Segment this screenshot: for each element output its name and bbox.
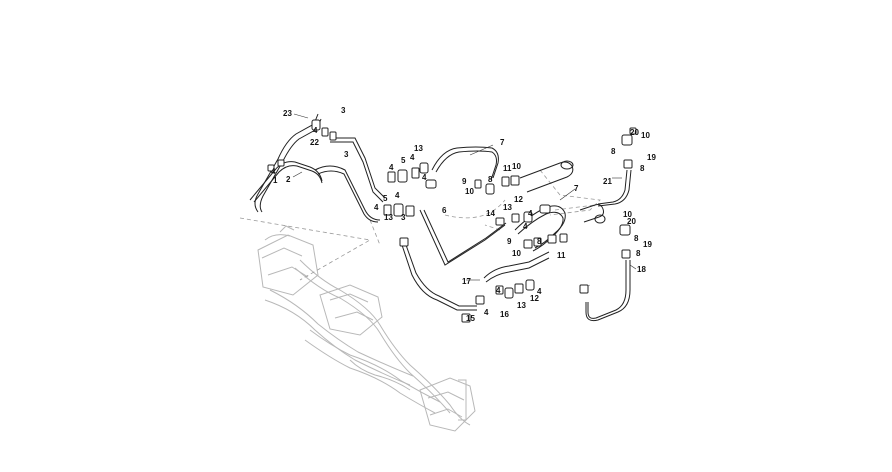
callout-label: 4 xyxy=(374,203,379,212)
callout-label: 9 xyxy=(507,237,512,246)
background-machine-outline xyxy=(257,225,476,432)
callout-label: 20 xyxy=(630,128,639,137)
callout-label: 14 xyxy=(486,209,495,218)
callout-label: 17 xyxy=(462,277,471,286)
callout-label: 3 xyxy=(401,213,406,222)
callout-label: 1 xyxy=(273,176,278,185)
callout-labels: 23 3 4 22 3 2 4 1 13 5 4 4 7 4 9 8 11 10… xyxy=(271,106,656,323)
callout-label: 15 xyxy=(466,314,475,323)
callout-leaders xyxy=(292,113,637,281)
callout-label: 10 xyxy=(512,162,521,171)
callout-label: 19 xyxy=(647,153,656,162)
callout-label: 6 xyxy=(442,206,447,215)
callout-label: 8 xyxy=(611,147,616,156)
callout-label: 19 xyxy=(643,240,652,249)
callout-label: 7 xyxy=(574,184,579,193)
callout-label: 4 xyxy=(410,153,415,162)
callout-label: 23 xyxy=(283,109,292,118)
callout-label: 4 xyxy=(496,286,501,295)
callout-label: 18 xyxy=(637,265,646,274)
callout-label: 22 xyxy=(310,138,319,147)
callout-label: 20 xyxy=(627,217,636,226)
callout-label: 8 xyxy=(537,237,542,246)
callout-label: 8 xyxy=(634,234,639,243)
callout-label: 12 xyxy=(530,294,539,303)
callout-label: 13 xyxy=(384,213,393,222)
callout-label: 4 xyxy=(389,163,394,172)
callout-label: 2 xyxy=(286,175,291,184)
callout-label: 10 xyxy=(465,187,474,196)
callout-label: 4 xyxy=(422,173,427,182)
callout-label: 12 xyxy=(514,195,523,204)
callout-label: 13 xyxy=(503,203,512,212)
callout-label: 10 xyxy=(512,249,521,258)
callout-label: 11 xyxy=(503,164,512,173)
callout-label: 3 xyxy=(341,106,346,115)
callout-label: 4 xyxy=(528,209,533,218)
callout-label: 8 xyxy=(636,249,641,258)
callout-label: 10 xyxy=(641,131,650,140)
callout-label: 5 xyxy=(383,194,388,203)
callout-label: 3 xyxy=(344,150,349,159)
hydraulic-pipes xyxy=(249,113,632,322)
callout-label: 9 xyxy=(462,177,467,186)
callout-label: 21 xyxy=(603,177,612,186)
callout-label: 13 xyxy=(517,301,526,310)
callout-label: 4 xyxy=(395,191,400,200)
callout-label: 4 xyxy=(271,167,276,176)
callout-label: 4 xyxy=(523,222,528,231)
callout-label: 8 xyxy=(488,175,493,184)
callout-label: 13 xyxy=(414,144,423,153)
callout-label: 4 xyxy=(484,308,489,317)
callout-label: 7 xyxy=(500,138,505,147)
callout-label: 4 xyxy=(537,287,542,296)
hydraulic-fittings xyxy=(267,119,637,323)
callout-label: 8 xyxy=(640,164,645,173)
callout-label: 16 xyxy=(500,310,509,319)
callout-label: 5 xyxy=(401,156,406,165)
callout-label: 11 xyxy=(557,251,566,260)
callout-label: 4 xyxy=(313,126,318,135)
callout-label: 10 xyxy=(623,210,632,219)
